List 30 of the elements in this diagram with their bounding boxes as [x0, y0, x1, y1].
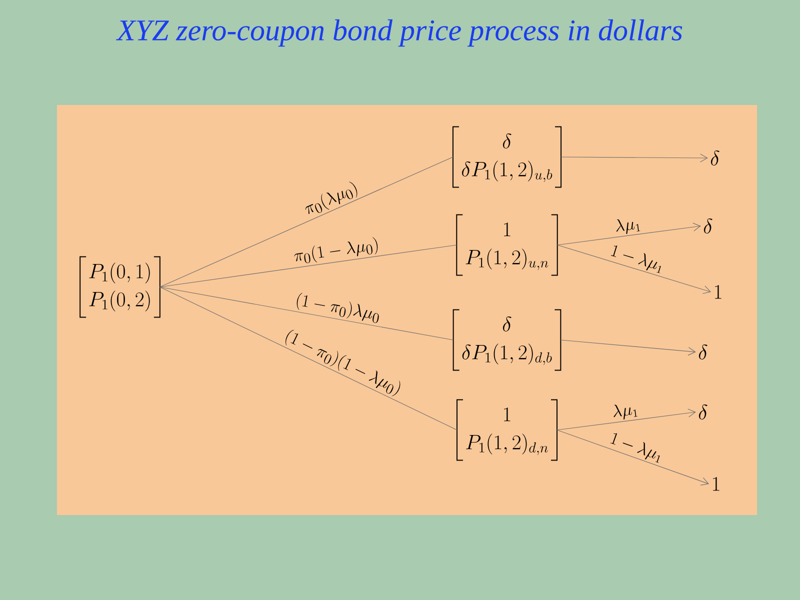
outcome-value: $\delta$ [698, 344, 708, 360]
bracket-vector: $\delta$ $\delta P_1(1,2)_{d,b}$ [452, 309, 562, 371]
bracket-vector: $1$ $P_1(1,2)_{u,n}$ [456, 214, 558, 276]
edge-label: $\lambda\mu_1$ [610, 400, 640, 422]
outcome-value: $1$ [713, 476, 720, 491]
bracket-vector: $\delta$ $\delta P_1(1,2)_{u,b}$ [452, 126, 562, 188]
edge-label: $\lambda\mu_1$ [612, 215, 643, 236]
edge-label: $1-\lambda\mu_1$ [607, 242, 667, 276]
connector [556, 430, 710, 486]
connector [560, 154, 708, 162]
edge-label: $1-\lambda\mu_1$ [606, 430, 666, 466]
outcome-value: $\delta$ [710, 150, 720, 166]
outcome-value: $\delta$ [704, 218, 712, 234]
connector [160, 156, 454, 288]
edge-label: $(1-\pi_0)(1-\lambda\mu_0)$ [280, 326, 406, 400]
bracket-vector: $P_1(0,1)$ $P_1(0,2)$ [80, 256, 160, 318]
edge-label: $\pi_0(1-\lambda\mu_0)$ [292, 235, 382, 267]
outcome-value: $\delta$ [698, 404, 708, 420]
connector [160, 244, 457, 288]
outcome-value: $1$ [715, 284, 722, 299]
connector [557, 222, 701, 246]
connector [560, 340, 696, 356]
edge-label: $\pi_0(\lambda\mu_0)$ [300, 178, 362, 220]
connector [160, 286, 458, 430]
bracket-vector: $1$ $P_1(1,2)_{d,n}$ [456, 399, 558, 461]
edge-label: $(1-\pi_0)\lambda\mu_0$ [292, 290, 383, 326]
connector [557, 244, 712, 294]
connector [556, 408, 696, 430]
connector [160, 286, 454, 340]
title: XYZ zero-coupon bond price process in dollars [116, 19, 682, 47]
